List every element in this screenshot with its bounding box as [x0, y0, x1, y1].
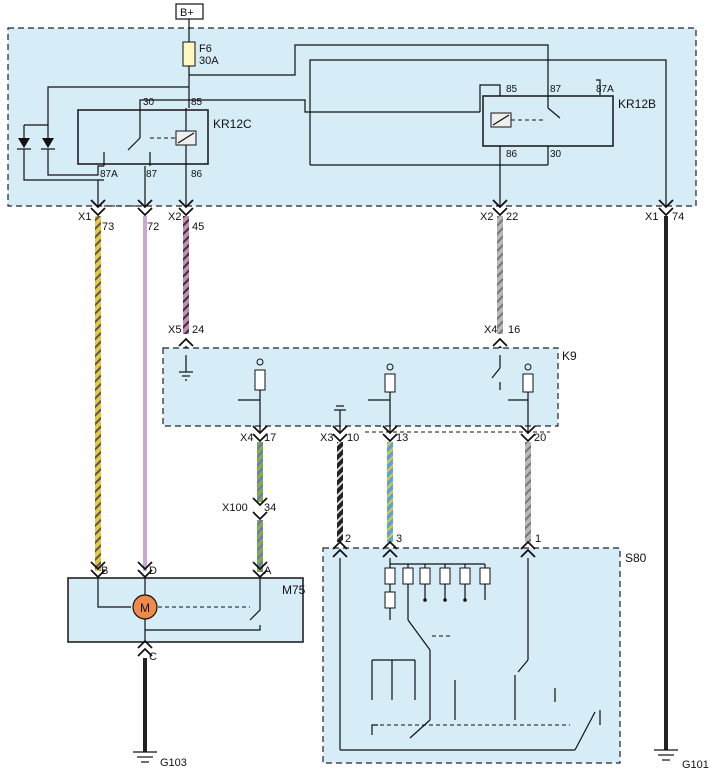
relay-kr12b-label: KR12B [618, 97, 656, 111]
relay-kr12c-pin-30: 30 [143, 97, 155, 108]
k9-resistor-1 [238, 358, 266, 432]
relay-kr12b-pin-87: 87 [550, 84, 562, 95]
fuse-f6 [182, 41, 196, 67]
conn-x3-label: X3 [320, 432, 333, 444]
wire-grey-20 [525, 442, 531, 542]
connector-chevron-a [252, 561, 268, 579]
motor-symbol: M [140, 601, 150, 615]
conn-x5-pin-24: 24 [192, 324, 204, 336]
ground-g103-label: G103 [160, 757, 187, 769]
m75-pin-c: C [149, 651, 157, 663]
relay-kr12b-pin-87a: 87A [596, 84, 614, 95]
connector-chevron-s80-3 [382, 540, 398, 558]
k9-resistor-3 [508, 363, 534, 432]
wire-green-17 [257, 442, 263, 502]
k9-switch [491, 355, 501, 390]
conn-x3-pin-10: 10 [347, 432, 359, 444]
ground-g103-icon [133, 751, 157, 763]
m75-pin-d: D [149, 565, 157, 577]
conn-x4-pin-16: 16 [508, 324, 520, 336]
relay-kr12c-label: KR12C [213, 117, 252, 131]
connector-chevron-73 [90, 199, 106, 217]
relay-kr12c-pin-87: 87 [146, 169, 158, 180]
conn-x4-label: X4 [484, 324, 497, 336]
module-s80 [322, 547, 621, 764]
conn-x100-pin-34: 34 [264, 502, 276, 514]
conn-k9-pin-20: 20 [534, 432, 546, 444]
module-m75-label: M75 [282, 583, 306, 597]
connector-chevron-d [137, 561, 153, 579]
diode-1 [18, 138, 30, 148]
conn-x4-pin-17: 17 [264, 432, 276, 444]
wire-purple-45 [183, 216, 189, 334]
battery-supply-label: B+ [180, 7, 194, 19]
conn-k9-pin-13: 13 [396, 432, 408, 444]
conn-x4b-label: X4 [240, 432, 253, 444]
conn-x1-pin-72: 72 [147, 221, 159, 233]
s80-pin-3: 3 [396, 533, 402, 545]
connector-chevron-72 [137, 199, 153, 217]
relay-kr12b-pin-85: 85 [506, 84, 518, 95]
conn-x1b-label: X1 [645, 211, 658, 223]
module-s80-label: S80 [625, 551, 647, 565]
connector-chevron-s80-1 [520, 540, 536, 558]
relay-kr12c-pin-86: 86 [191, 169, 203, 180]
conn-x1-pin-74: 74 [672, 211, 684, 223]
relay-kr12b-pin-30: 30 [550, 149, 562, 160]
relay-kr12c-pin-85: 85 [191, 97, 203, 108]
conn-x2-pin-22: 22 [506, 211, 518, 223]
module-k9 [162, 347, 559, 427]
m75-pin-a: A [264, 565, 272, 577]
module-m75 [67, 577, 304, 643]
s80-pin-1: 1 [535, 533, 541, 545]
conn-x2b-label: X2 [480, 211, 493, 223]
connector-chevron-34 [252, 497, 268, 521]
fuse-name: F6 [199, 43, 212, 55]
ground-g101-label: G101 [682, 759, 709, 771]
s80-switch-contacts [339, 558, 601, 751]
wire-grey-22 [497, 216, 503, 334]
wire-blue-13 [387, 442, 393, 542]
connector-chevron-45 [178, 199, 194, 217]
fuse-rating: 30A [199, 55, 219, 67]
conn-x5-label: X5 [168, 324, 181, 336]
conn-x1-pin-73: 73 [102, 221, 114, 233]
connector-chevron-74 [658, 199, 674, 217]
conn-x2-label: X2 [168, 211, 181, 223]
s80-pin-2: 2 [345, 533, 351, 545]
connector-chevron-20 [520, 425, 536, 443]
connector-chevron-c [137, 639, 153, 657]
conn-x2-pin-45: 45 [192, 221, 204, 233]
relay-kr12c-pin-87a: 87A [100, 169, 118, 180]
connector-chevron-s80-2 [332, 540, 348, 558]
diode-2 [42, 138, 54, 148]
relay-kr12b-pin-86: 86 [506, 149, 518, 160]
conn-x1-label: X1 [78, 211, 91, 223]
k9-resistor-2 [368, 363, 396, 432]
connector-chevron-22 [492, 199, 508, 217]
connector-chevron-13 [382, 425, 398, 443]
conn-x100-label: X100 [222, 502, 248, 514]
connector-chevron-17 [252, 425, 268, 443]
wire-black-10 [337, 442, 343, 542]
module-k9-label: K9 [562, 349, 577, 363]
connector-chevron-b [90, 561, 106, 579]
s80-resistor-ladder [384, 558, 491, 620]
wire-green-17b [257, 520, 263, 572]
connector-chevron-10 [332, 425, 348, 443]
wire-yellow-73 [95, 216, 101, 571]
ground-g101-icon [654, 749, 678, 761]
